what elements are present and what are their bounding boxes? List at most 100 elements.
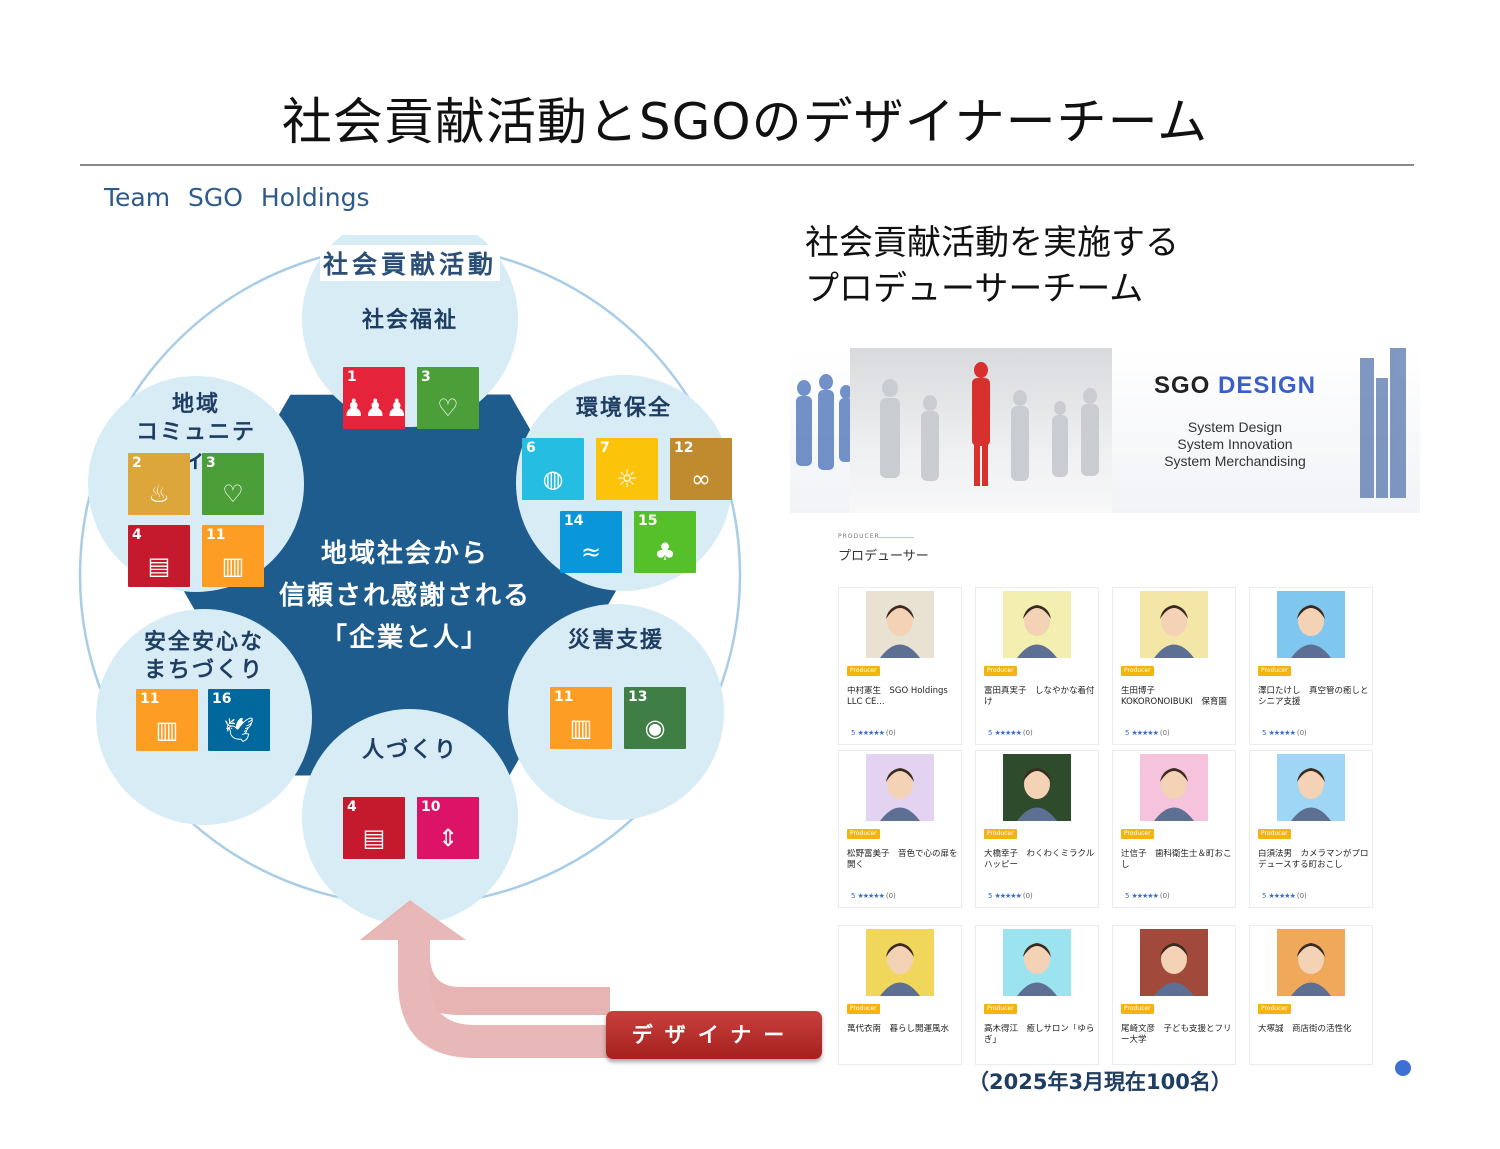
rating-count: (0) <box>1296 729 1307 737</box>
rating-value: 5 <box>851 729 856 737</box>
producer-rating: 5★★★★★(0) <box>1125 892 1170 900</box>
banner-photo <box>850 348 1112 513</box>
producer-name[interactable]: 澤口たけし 真空管の癒しとシニア支援 <box>1258 686 1369 707</box>
rating-count: (0) <box>1022 729 1033 737</box>
producer-card[interactable]: Producer 尾崎文彦 子ども支援とフリー大学 <box>1112 925 1236 1065</box>
producer-rating: 5★★★★★(0) <box>851 729 896 737</box>
sdg-7-icon: 7☼ <box>596 438 658 500</box>
producer-name[interactable]: 大塚誠 商店街の活性化 <box>1258 1024 1352 1034</box>
producer-name[interactable]: 富田真実子 しなやかな着付け <box>984 686 1095 707</box>
producer-name[interactable]: 大橋幸子 わくわくミラクルハッピー <box>984 849 1095 870</box>
sdg-4-icon: 4▤ <box>343 797 405 859</box>
rating-value: 5 <box>988 892 993 900</box>
producer-avatar[interactable] <box>1277 754 1345 821</box>
tagline-merchandising: System Merchandising <box>1164 453 1306 469</box>
logo-word: DESIGN <box>1218 372 1317 399</box>
sdg-4-icon: 4▤ <box>128 525 190 587</box>
sdg-1-icon: 1♟♟♟ <box>343 367 405 429</box>
sdg-2-icon: 2♨ <box>128 453 190 515</box>
producer-rating: 5★★★★★(0) <box>851 892 896 900</box>
producer-card[interactable]: Producer 萬代衣南 暮らし開運風水 <box>838 925 962 1065</box>
producer-avatar[interactable] <box>866 591 934 658</box>
producer-avatar[interactable] <box>866 929 934 996</box>
title-environment: 環境保全 <box>575 396 672 421</box>
producer-name[interactable]: 辻信子 歯科衛生士＆町おこし <box>1121 849 1232 870</box>
producer-badge: Producer <box>847 829 880 839</box>
producer-name[interactable]: 尾崎文彦 子ども支援とフリー大学 <box>1121 1024 1232 1045</box>
rating-stars: ★★★★★ <box>857 892 884 900</box>
producer-badge: Producer <box>984 1004 1017 1014</box>
producer-name[interactable]: 白須法男 カメラマンがプロデュースする町おこし <box>1258 849 1369 870</box>
producer-card[interactable]: Producer 辻信子 歯科衛生士＆町おこし 5★★★★★(0) <box>1112 750 1236 908</box>
producer-avatar[interactable] <box>1003 754 1071 821</box>
producer-avatar[interactable] <box>1277 929 1345 996</box>
producer-avatar[interactable] <box>866 754 934 821</box>
designer-arrow-body <box>362 903 610 1058</box>
producer-rating: 5★★★★★(0) <box>1125 729 1170 737</box>
rating-count: (0) <box>885 729 896 737</box>
logo-prefix: SGO <box>1153 372 1218 399</box>
producer-badge: Producer <box>847 1004 880 1014</box>
slide-title: 社会貢献活動とSGOのデザイナーチーム <box>281 93 1209 151</box>
producer-badge: Producer <box>1258 1004 1291 1014</box>
rating-value: 5 <box>988 729 993 737</box>
section-title: プロデューサー <box>838 549 929 564</box>
producer-card[interactable]: Producer 白須法男 カメラマンがプロデュースする町おこし 5★★★★★(0) <box>1249 750 1373 908</box>
social-contribution-diagram: 社会貢献活動 地域社会から 信頼され感謝される 「企業と人」 社会福祉 環境保全… <box>70 235 760 1065</box>
producer-avatar[interactable] <box>1277 591 1345 658</box>
rating-stars: ★★★★★ <box>994 892 1021 900</box>
producer-card[interactable]: Producer 大塚誠 商店街の活性化 <box>1249 925 1373 1065</box>
center-line-1: 地域社会から <box>320 539 489 569</box>
team-label: Team SGO Holdings <box>104 183 370 212</box>
producer-badge: Producer <box>1258 829 1291 839</box>
producer-heading-line-2: プロデューサーチーム <box>805 269 1144 309</box>
title-safety: 安全安心な まちづくり <box>134 629 274 685</box>
rating-value: 5 <box>1262 729 1267 737</box>
producer-rating: 5★★★★★(0) <box>1262 892 1307 900</box>
center-line-2: 信頼され感謝される <box>278 581 531 611</box>
producer-badge: Producer <box>984 666 1017 676</box>
producer-card[interactable]: Producer 富田真実子 しなやかな着付け 5★★★★★(0) <box>975 587 1099 745</box>
sdg-10-icon: 10⇕ <box>417 797 479 859</box>
producer-badge: Producer <box>1121 829 1154 839</box>
scroll-top-button[interactable] <box>1395 1060 1411 1076</box>
producer-avatar[interactable] <box>1140 929 1208 996</box>
producer-name[interactable]: 高木得江 癒しサロン「ゆらぎ」 <box>984 1024 1095 1045</box>
center-message: 地域社会から 信頼され感謝される 「企業と人」 <box>240 533 570 659</box>
producer-name[interactable]: 生田博子 KOKORONOIBUKI 保育園 <box>1121 686 1227 707</box>
producer-rating: 5★★★★★(0) <box>988 892 1033 900</box>
producer-name[interactable]: 中村憲生 SGO Holdings LLC CE... <box>847 686 948 707</box>
section-eyebrow-line <box>878 537 914 538</box>
title-disaster: 災害支援 <box>567 628 664 653</box>
sdg-11-icon: 11▥ <box>550 687 612 749</box>
sdg-12-icon: 12∞ <box>670 438 732 500</box>
producer-name[interactable]: 萬代衣南 暮らし開運風水 <box>847 1024 950 1034</box>
producer-avatar[interactable] <box>1140 591 1208 658</box>
sdg-3-icon: 3♡ <box>417 367 479 429</box>
producer-avatar[interactable] <box>1140 754 1208 821</box>
sdg-14-icon: 14≈ <box>560 511 622 573</box>
title-education: 人づくり <box>361 738 458 763</box>
title-community-line-1: 地域 <box>171 392 220 417</box>
sdg-3-icon: 3♡ <box>202 453 264 515</box>
producer-card[interactable]: Producer 松野富美子 音色で心の扉を開く 5★★★★★(0) <box>838 750 962 908</box>
producer-name[interactable]: 松野富美子 音色で心の扉を開く <box>847 849 958 870</box>
producer-heading: 社会貢献活動を実施する プロデューサーチーム <box>805 220 1179 312</box>
rating-stars: ★★★★★ <box>1268 729 1295 737</box>
producer-avatar[interactable] <box>1003 591 1071 658</box>
designer-button[interactable]: デザイナー <box>606 1011 822 1059</box>
producer-rating: 5★★★★★(0) <box>988 729 1033 737</box>
sdg-11-icon: 11▥ <box>202 525 264 587</box>
tagline-innovation: System Innovation <box>1177 436 1293 452</box>
rating-stars: ★★★★★ <box>1131 892 1158 900</box>
producer-avatar[interactable] <box>1003 929 1071 996</box>
tagline-design: System Design <box>1187 419 1283 435</box>
producer-badge: Producer <box>1121 1004 1154 1014</box>
producer-card[interactable]: Producer 高木得江 癒しサロン「ゆらぎ」 <box>975 925 1099 1065</box>
arc-title: 社会貢献活動 <box>320 245 500 281</box>
rating-value: 5 <box>1125 729 1130 737</box>
